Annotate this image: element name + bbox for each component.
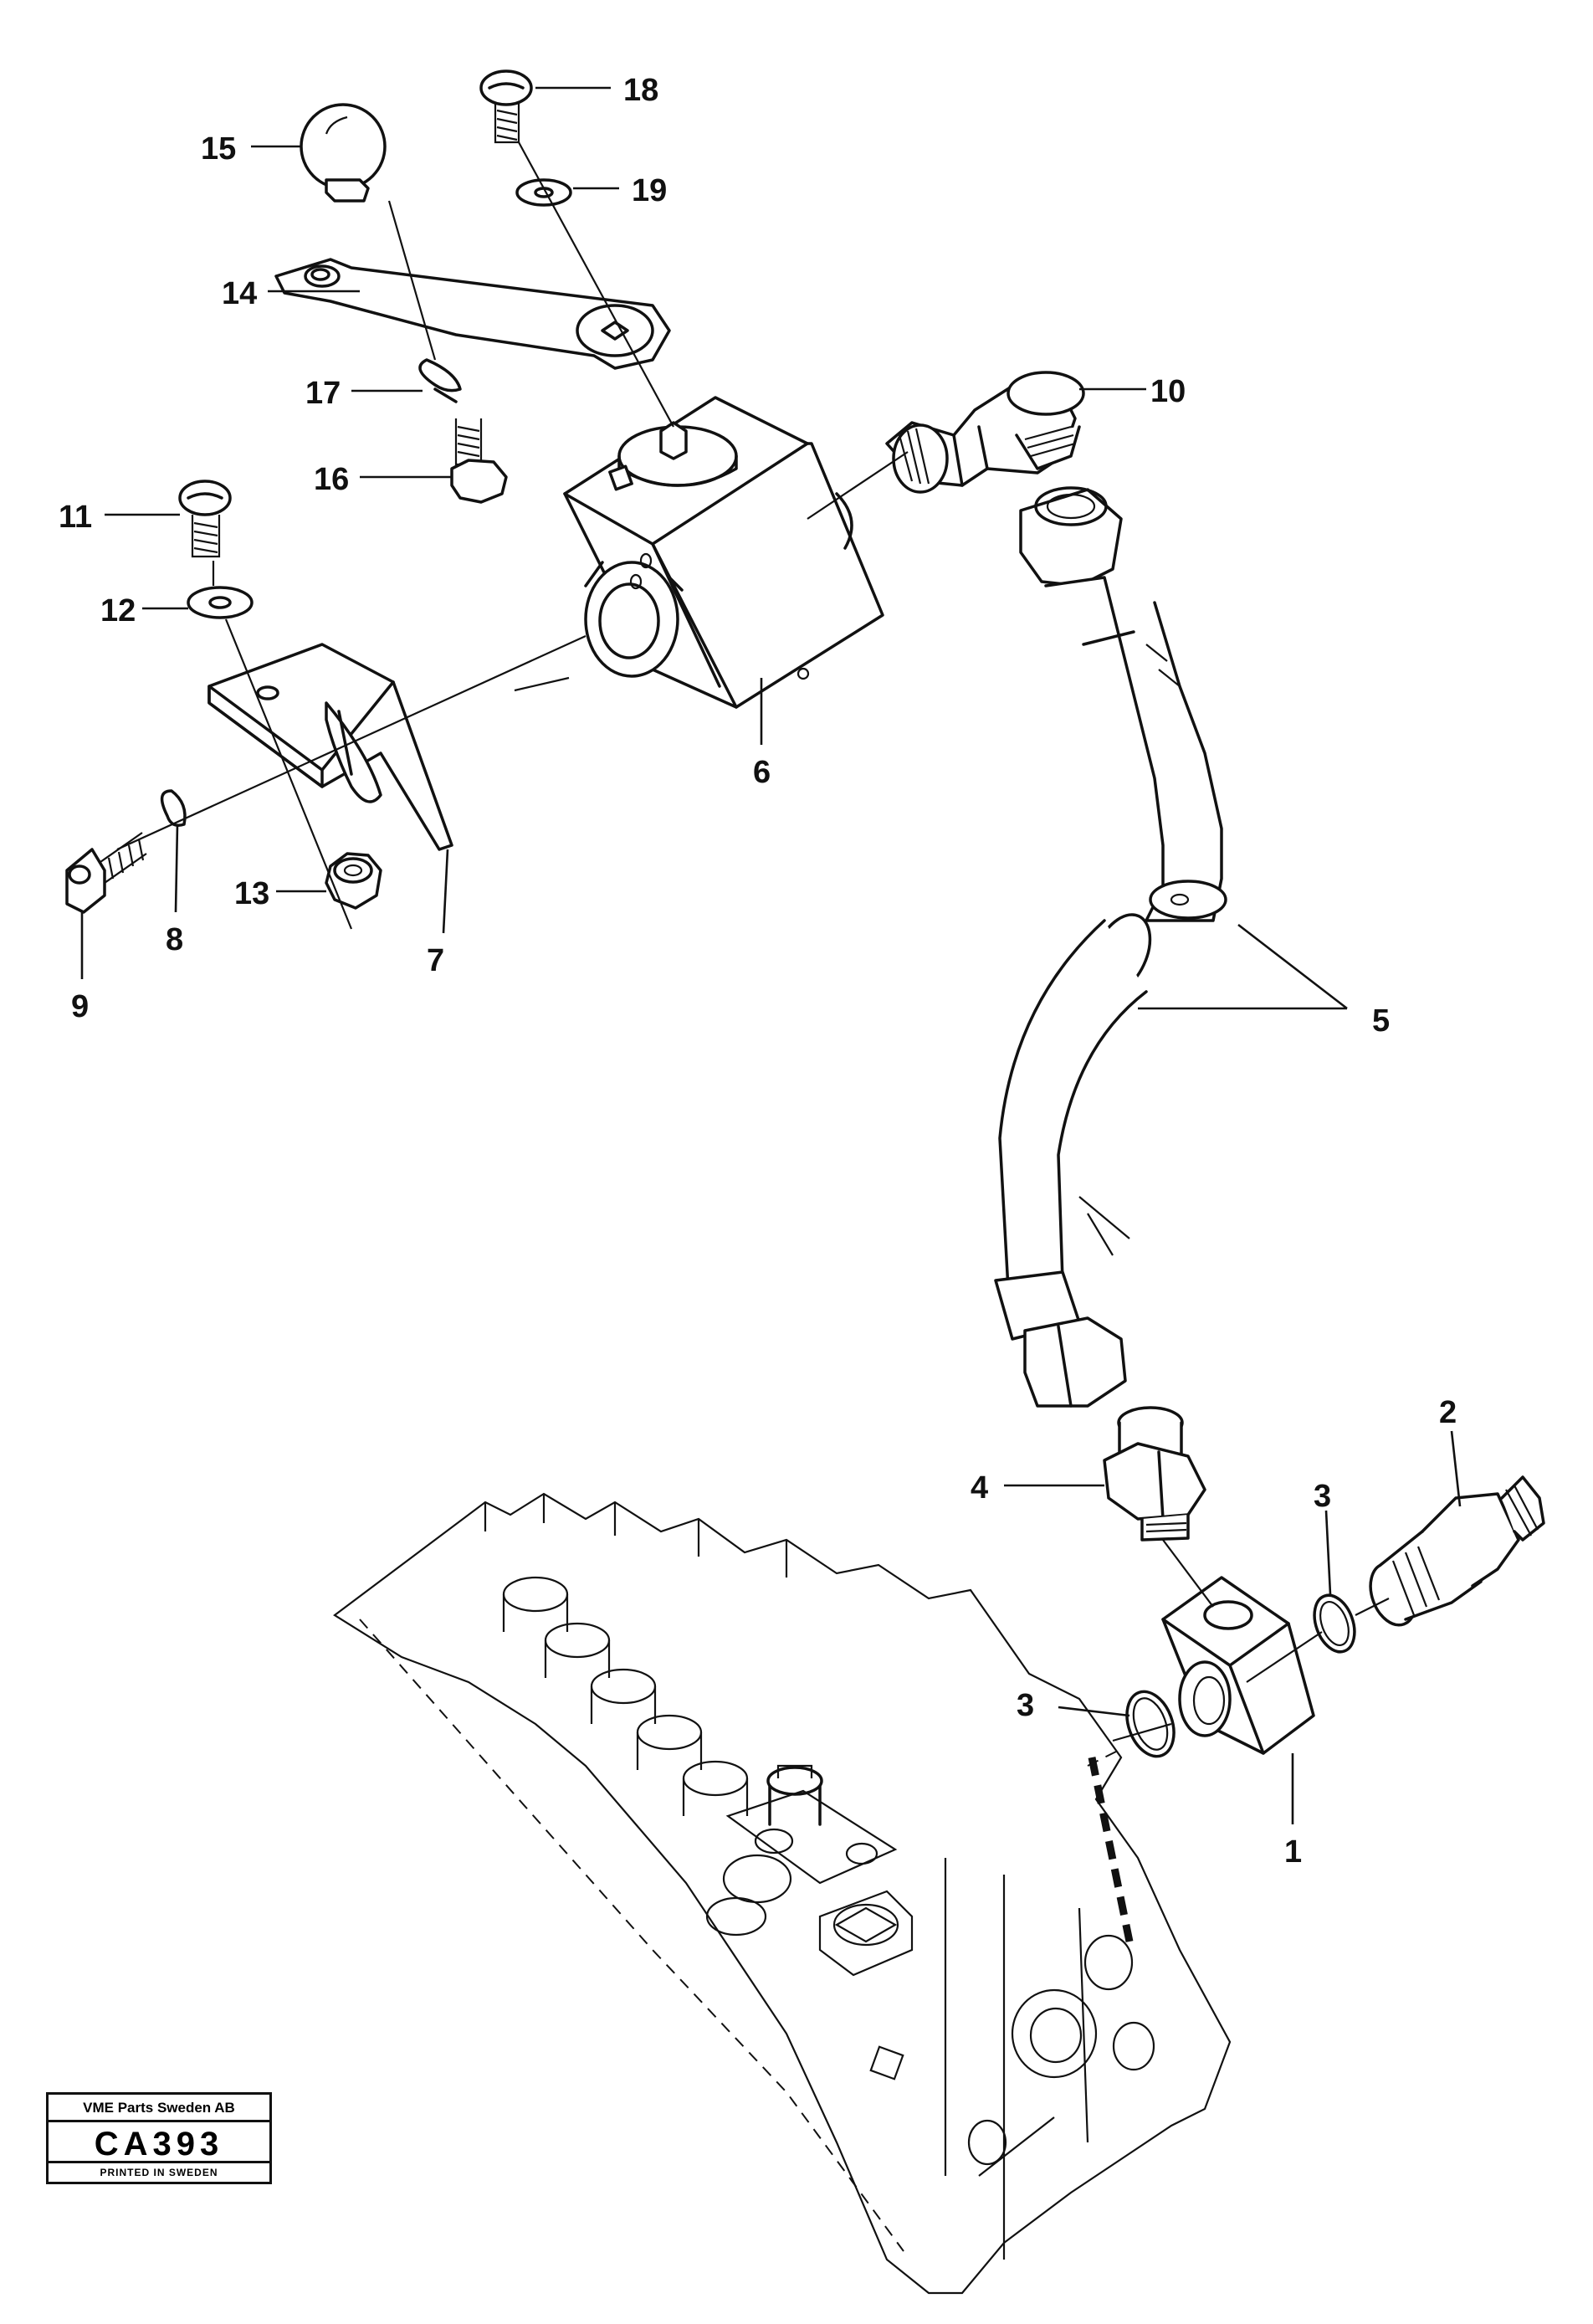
callout-12: 12 [100,593,136,628]
nipple-part-2 [1369,1475,1545,1627]
callout-4: 4 [971,1470,988,1506]
callout-8: 8 [166,922,183,957]
o-ring-parts-3 [1125,1593,1356,1758]
clip-part-17 [418,358,462,403]
callout-3-left: 3 [1017,1688,1034,1723]
elbow-fitting-part-10 [885,371,1085,494]
callout-6: 6 [753,755,771,790]
washer-part-12 [187,586,254,619]
callout-15: 15 [201,131,236,167]
bracket-part-7 [207,643,453,851]
callout-13: 13 [234,876,269,911]
callout-3-right: 3 [1314,1479,1331,1514]
callout-14: 14 [222,276,257,311]
callout-19: 19 [632,173,667,208]
callout-5: 5 [1372,1003,1390,1039]
callout-9: 9 [71,989,89,1024]
callout-leaders [80,86,1462,1824]
stamp-company: VME Parts Sweden AB [49,2096,269,2122]
callout-7: 7 [427,943,444,978]
catalog-stamp: VME Parts Sweden AB CA393 PRINTED IN SWE… [46,2092,272,2184]
nut-part-13 [325,852,382,910]
lever-arm-part-14 [274,258,671,370]
screw-part-18 [479,69,533,144]
bolt-part-9 [65,832,147,914]
valve-body-part-6 [563,396,884,709]
adapter-part-4 [1103,1406,1206,1542]
bolt-part-16 [450,418,508,504]
callout-11: 11 [59,500,92,535]
callout-2: 2 [1439,1395,1457,1430]
callout-17: 17 [305,376,341,411]
stamp-printed: PRINTED IN SWEDEN [49,2161,269,2182]
knob-part-15 [300,103,387,203]
washer-part-19 [515,178,572,207]
screw-part-11 [178,480,232,558]
control-valve-block-drawing [333,1492,1232,2295]
callout-16: 16 [314,462,349,497]
assembly-lines [116,141,1390,1767]
callout-10: 10 [1150,374,1186,409]
callout-labels: 1 2 3 3 4 5 6 7 8 9 10 11 12 13 14 15 16… [59,73,1457,1870]
callout-1: 1 [1284,1834,1302,1870]
tee-block-part-1 [1161,1576,1315,1755]
callout-18: 18 [623,73,658,108]
stamp-code: CA393 [94,2126,224,2162]
hose-part-5 [994,486,1227,1408]
